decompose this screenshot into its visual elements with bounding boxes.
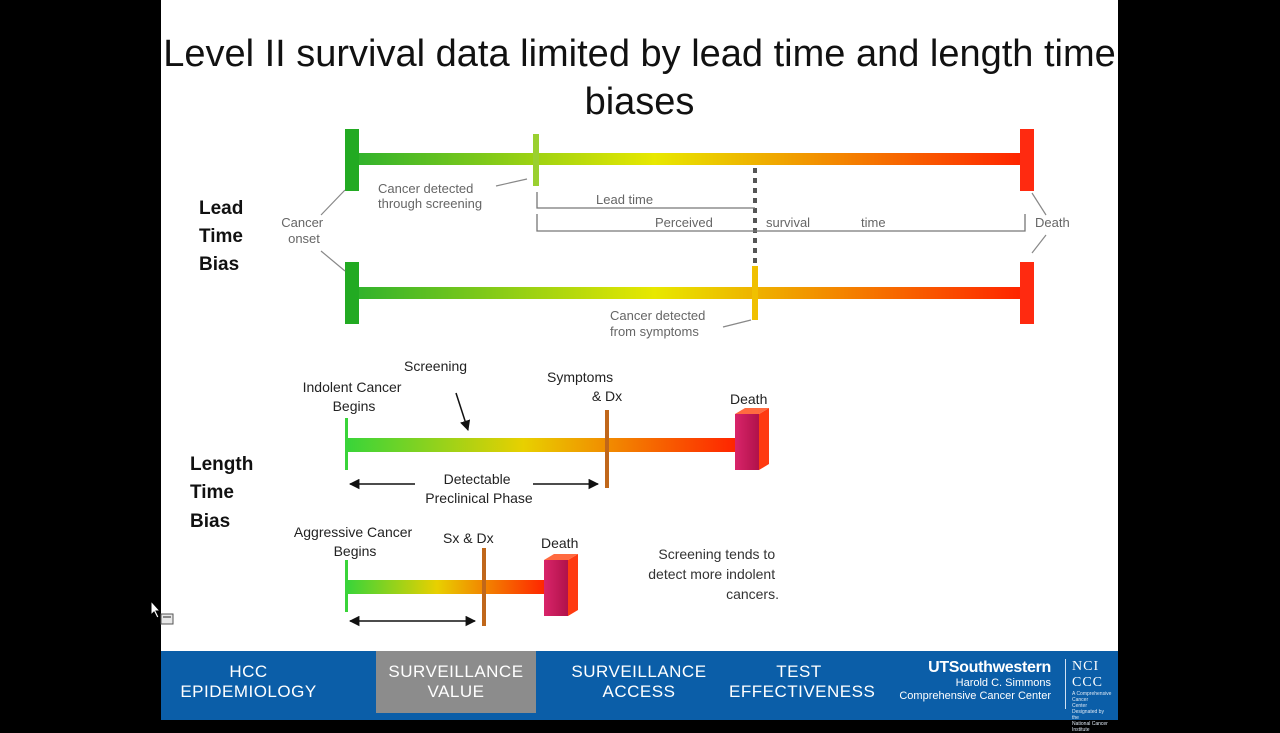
- tab-label: TEST: [776, 662, 822, 681]
- tab-label: EFFECTIVENESS: [729, 682, 876, 701]
- aggressive-death-block-side: [568, 554, 578, 616]
- nci-small-line: A Comprehensive Cancer: [1072, 691, 1112, 703]
- onset-marker-bottom: [345, 262, 359, 324]
- side-label-line: Time: [199, 226, 243, 247]
- tab-label: SURVEILLANCE: [571, 662, 707, 681]
- nci-logo: NCI CCC A Comprehensive Cancer Center De…: [1065, 659, 1112, 733]
- aggressive-begins-label: Aggressive Cancer Begins: [294, 524, 416, 559]
- tab-surveillance-access[interactable]: SURVEILLANCE ACCESS: [559, 651, 719, 713]
- aggressive-timeline-bar: [347, 580, 547, 594]
- brand-line3: Comprehensive Cancer Center: [899, 690, 1051, 702]
- sx-dx-label: Sx & Dx: [443, 530, 494, 546]
- detectable-phase-label: Detectable Preclinical Phase: [425, 471, 533, 506]
- death-marker-bottom: [1020, 262, 1034, 324]
- side-label-line: Lead: [199, 198, 243, 219]
- lead-time-bracket: [536, 192, 755, 209]
- aggressive-sxdx-marker: [482, 548, 486, 626]
- death-label: Death: [1035, 215, 1070, 230]
- tab-label: SURVEILLANCE: [388, 662, 524, 681]
- tab-hcc-epidemiology[interactable]: HCC EPIDEMIOLOGY: [161, 651, 336, 713]
- nci-small-line: Center Designated by the: [1072, 703, 1104, 721]
- symptoms-leader: [722, 319, 752, 328]
- nci-abbr: NCI: [1072, 659, 1100, 674]
- perceived-survival-bracket: [536, 214, 1026, 232]
- screening-label: Screening: [404, 358, 467, 374]
- onset-leader: [320, 189, 346, 216]
- tab-label: HCC: [229, 662, 268, 681]
- onset-leader: [320, 250, 346, 272]
- tab-label: ACCESS: [602, 682, 676, 701]
- indolent-death-block-side: [759, 408, 769, 470]
- screening-timeline-bar: [351, 153, 1026, 165]
- death-leader: [1031, 234, 1047, 254]
- bias-diagram: Lead Time Bias: [190, 129, 1070, 627]
- tab-test-effectiveness[interactable]: TEST EFFECTIVENESS: [729, 651, 876, 713]
- side-label-line: Bias: [199, 254, 239, 275]
- detected-screening-label: Cancer detected through screening: [378, 181, 482, 211]
- indolent-begins-label: Indolent Cancer Begins: [303, 379, 406, 414]
- death-leader: [1031, 192, 1047, 216]
- tab-label: EPIDEMIOLOGY: [180, 682, 317, 701]
- screening-note: Screening tends to detect more indolent …: [648, 546, 779, 602]
- aggressive-death-block: [544, 560, 568, 616]
- indolent-onset-marker: [345, 418, 348, 470]
- screening-leader: [495, 178, 528, 187]
- ccc-abbr: CCC: [1072, 675, 1104, 690]
- aggressive-death-block-top: [544, 554, 578, 560]
- death-top-label: Death: [730, 391, 767, 407]
- slide-title: Level II survival data limited by lead t…: [163, 33, 1116, 123]
- length-time-bias-group: Length Time Bias Screening Indolent Canc…: [190, 358, 779, 627]
- screening-arrow: [455, 392, 471, 431]
- indolent-death-block-top: [735, 408, 769, 414]
- time-label: time: [861, 215, 886, 230]
- symptom-timeline-bar: [351, 287, 1026, 299]
- indolent-symptoms-marker: [605, 410, 609, 488]
- footer-nav: HCC EPIDEMIOLOGY SURVEILLANCE VALUE SURV…: [161, 651, 1118, 733]
- tab-surveillance-value[interactable]: SURVEILLANCE VALUE: [376, 651, 536, 713]
- aggressive-onset-marker: [345, 560, 348, 612]
- cancer-onset-label: Cancer onset: [281, 215, 327, 246]
- detected-symptoms-label: Cancer detected from symptoms: [610, 308, 709, 339]
- brand-name: UTSouthwestern: [928, 659, 1051, 676]
- death-bottom-label: Death: [541, 535, 578, 551]
- indolent-death-block: [735, 414, 759, 470]
- survival-label: survival: [766, 215, 810, 230]
- length-time-bias-label: Length Time Bias: [190, 454, 259, 532]
- ut-southwestern-logo: UTSouthwestern Harold C. Simmons Compreh…: [871, 659, 1051, 703]
- symptoms-dx-label: Symptoms & Dx: [547, 369, 622, 404]
- brand-line2: Harold C. Simmons: [955, 677, 1051, 689]
- symptom-detection-marker: [752, 266, 758, 320]
- slide: Level II survival data limited by lead t…: [161, 0, 1118, 733]
- perceived-label: Perceived: [655, 215, 713, 230]
- nci-small-line: National Cancer Institute: [1072, 721, 1108, 733]
- mouse-cursor-icon: [150, 600, 174, 625]
- screening-detection-marker: [533, 134, 539, 186]
- lead-time-bias-label: Lead Time Bias: [199, 198, 249, 275]
- tab-label: VALUE: [427, 682, 485, 701]
- lead-time-label: Lead time: [596, 192, 653, 207]
- onset-marker-top: [345, 129, 359, 191]
- death-marker-top: [1020, 129, 1034, 191]
- indolent-timeline-bar: [347, 438, 739, 452]
- lead-time-bias-group: Lead Time Bias: [199, 129, 1070, 339]
